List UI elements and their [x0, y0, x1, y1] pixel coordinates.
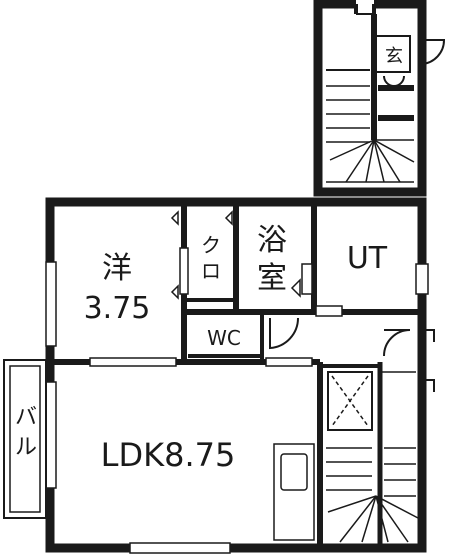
- balcony-outline: [3, 359, 47, 519]
- label-bath-2: 室: [257, 261, 287, 296]
- door-markers: [170, 210, 301, 300]
- label-western-size: 3.75: [84, 291, 151, 326]
- sink-basin: [280, 453, 308, 491]
- label-closet-1: ク: [201, 233, 221, 257]
- windows: [45, 247, 429, 554]
- stair-lower: [326, 371, 419, 543]
- window-ldk-bottom: [129, 542, 231, 554]
- window-bath: [301, 263, 313, 295]
- stair-winder-lower: [327, 495, 419, 543]
- stair-treads-lower: [326, 447, 416, 497]
- label-balcony-1: バ: [15, 405, 37, 430]
- label-genkan: 玄: [385, 46, 403, 67]
- entrance-door[interactable]: [421, 39, 446, 65]
- stair-void-cross: [331, 375, 369, 427]
- stair-tower-upper: [313, 0, 446, 197]
- closet-door: [179, 247, 189, 295]
- label-western: 洋: [102, 251, 132, 286]
- stair-winder-upper: [326, 139, 415, 183]
- label-ldk: LDK8.75: [101, 436, 236, 474]
- bath-door-marker: [290, 278, 301, 298]
- hall-door-markers: [417, 326, 435, 400]
- window-ldk-balcony: [45, 381, 57, 489]
- genkan-door-arcs: [383, 75, 405, 87]
- label-ut: UT: [347, 241, 388, 276]
- balcony: [3, 359, 47, 519]
- stair-treads-upper: [326, 85, 370, 143]
- window-western: [45, 261, 57, 347]
- hall-door[interactable]: [383, 329, 411, 357]
- tower-notch: [356, 0, 374, 12]
- window-ut: [415, 263, 429, 295]
- kitchen-sink: [273, 443, 315, 541]
- wc-door[interactable]: [269, 317, 300, 350]
- label-balcony-2: ル: [15, 435, 37, 460]
- genkan-box: [375, 35, 411, 73]
- window-wet: [315, 305, 343, 317]
- label-wc: WC: [207, 326, 241, 350]
- window-ldk-top-right: [265, 357, 313, 367]
- label-closet-2: ロ: [201, 259, 221, 283]
- window-ldk-top: [89, 357, 177, 367]
- label-bath-1: 浴: [257, 223, 287, 258]
